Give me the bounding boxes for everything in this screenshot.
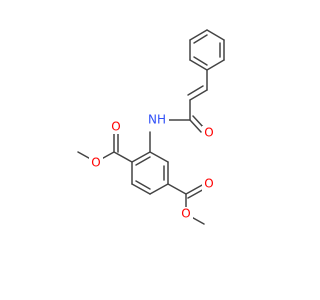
bonds: [77, 29, 225, 225]
o-amide-label: O: [204, 126, 213, 140]
alkene-bond: [189, 89, 208, 101]
o-ester2-carbonyl-label-bg: [202, 177, 216, 191]
o-ester1-alkoxy-label-bg: [89, 156, 103, 170]
core-bond-2: [149, 151, 169, 163]
o-ester1-carbonyl-label-bg: [109, 120, 123, 134]
o-ester1-carbonyl-label: O: [111, 120, 120, 134]
phenyl-double-1: [193, 34, 208, 44]
alkene-double: [187, 85, 204, 96]
core-bond-4: [149, 183, 169, 195]
o-ester2-carbonyl-label: O: [204, 177, 213, 191]
o-amide-label-bg: [202, 126, 216, 140]
amide-c-o: [189, 119, 202, 133]
nh-label-bg: [145, 112, 169, 128]
phenyl-bond-2: [206, 29, 225, 41]
o-ester2-alkoxy-label: O: [181, 207, 190, 221]
phenyl-bond-5: [189, 59, 208, 71]
ester2-c-o-double: [185, 183, 205, 195]
core-double-1: [135, 156, 151, 166]
nh-label: NH: [148, 113, 166, 127]
ester2-ring-bond: [167, 183, 187, 195]
phenyl-bond-4: [206, 59, 225, 71]
phenyl-bond-1: [189, 29, 208, 41]
o-ester2-alkoxy-label-bg: [179, 207, 193, 221]
o-ester1-alkoxy-label: O: [91, 156, 100, 170]
core-bond-5: [131, 183, 151, 195]
core-bond-1: [131, 151, 151, 163]
ester1-ring-bond: [113, 151, 133, 163]
core-double-3: [135, 180, 151, 190]
atom-labels: NH O O O O O: [89, 112, 216, 221]
molecule-canvas: NH O O O O O: [77, 29, 225, 225]
structure-diagram: NH O O O O O: [77, 29, 225, 225]
phenyl-double-3: [193, 56, 208, 66]
